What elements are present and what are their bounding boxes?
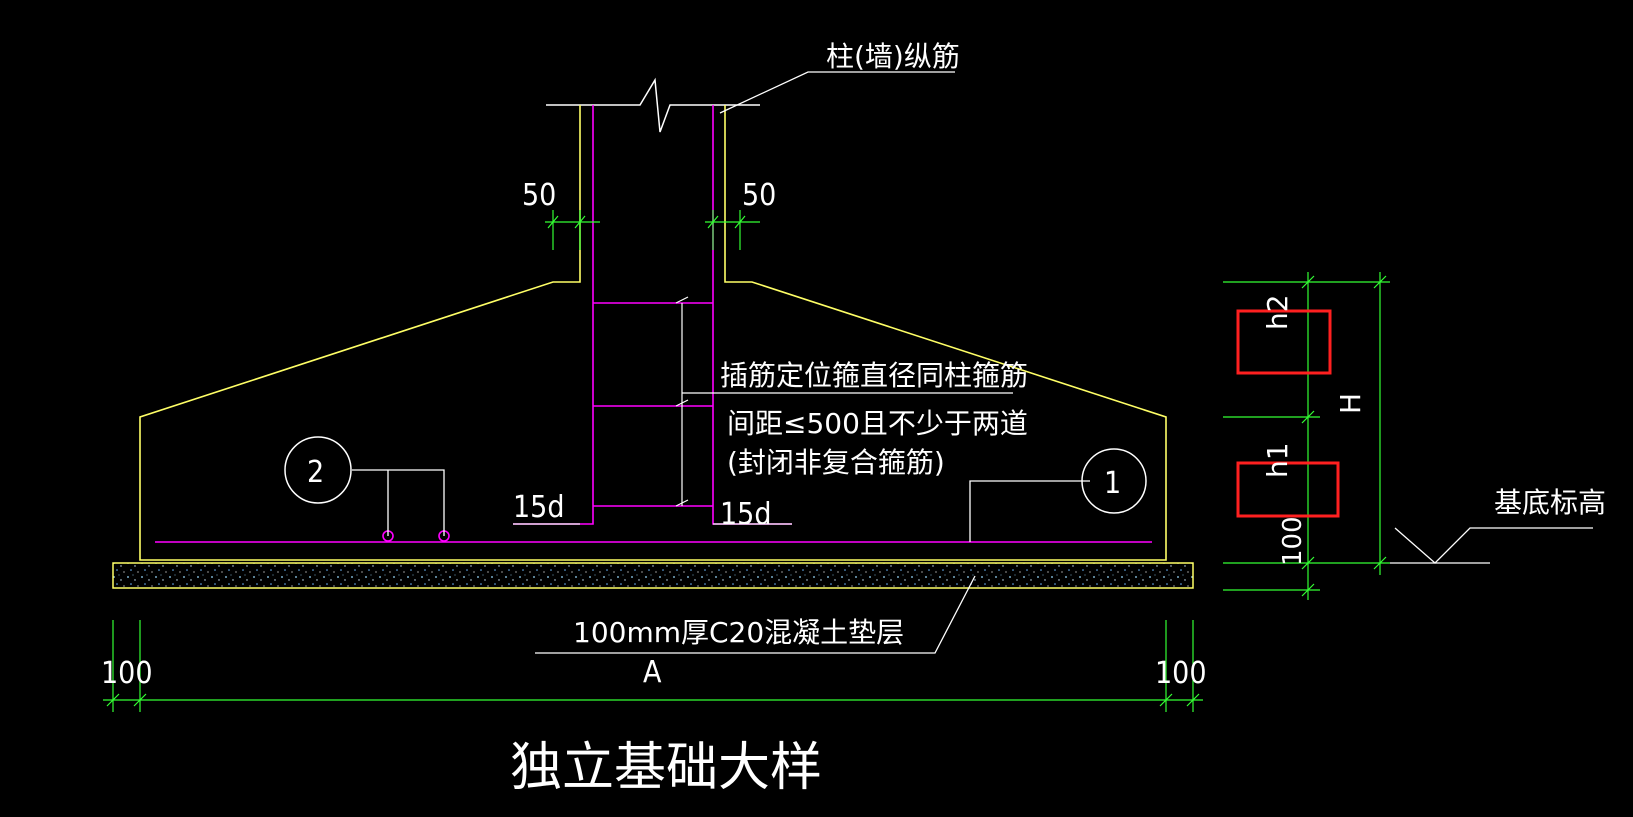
- right-dims: [1223, 272, 1390, 600]
- highlight-box-h1: [1236, 461, 1340, 518]
- stirrup-spacing-dim: [675, 296, 689, 507]
- label-dim-a: A: [643, 655, 662, 690]
- leader-callout-1: [969, 480, 1090, 542]
- label-dim-left-100: 100: [101, 656, 153, 691]
- bottom-dims: [103, 620, 1203, 712]
- label-stirrup-note-3: (封闭非复合箍筋): [727, 446, 945, 479]
- leader-column-rebar: [719, 71, 955, 114]
- label-cushion-100: 100: [1278, 516, 1308, 566]
- callout-circles: [284, 436, 1147, 514]
- column-rebar-left: [513, 105, 594, 525]
- label-column-rebar: 柱(墙)纵筋: [826, 40, 960, 73]
- rebar-group: [155, 105, 1152, 543]
- leader-lines: [352, 71, 1090, 654]
- footing-outline: [139, 105, 1167, 561]
- concrete-cushion: [112, 562, 1194, 589]
- label-base-elevation: 基底标高: [1494, 486, 1606, 519]
- label-H: H: [1334, 393, 1367, 414]
- label-h2: h2: [1261, 294, 1294, 330]
- column-stub: [546, 77, 760, 133]
- base-elevation-symbol: [1390, 527, 1593, 564]
- label-h1: h1: [1261, 442, 1294, 478]
- callout-1-number: 1: [1104, 466, 1121, 501]
- label-stirrup-note-2: 间距≤500且不少于两道: [727, 407, 1028, 440]
- leader-cushion: [535, 575, 976, 654]
- label-cover-right: 50: [742, 178, 776, 213]
- label-anchor-left: 15d: [513, 490, 564, 525]
- label-dim-right-100: 100: [1155, 656, 1207, 691]
- label-cover-left: 50: [522, 178, 556, 213]
- label-cushion-note: 100mm厚C20混凝土垫层: [573, 616, 904, 649]
- highlight-box-h2: [1236, 309, 1332, 375]
- callout-2-number: 2: [307, 455, 324, 490]
- label-stirrup-note-1: 插筋定位箍直径同柱箍筋: [720, 359, 1028, 392]
- cover-dims: [545, 210, 760, 250]
- label-anchor-right: 15d: [720, 497, 771, 532]
- drawing-title: 独立基础大样: [510, 738, 822, 798]
- leader-callout-2: [352, 469, 445, 536]
